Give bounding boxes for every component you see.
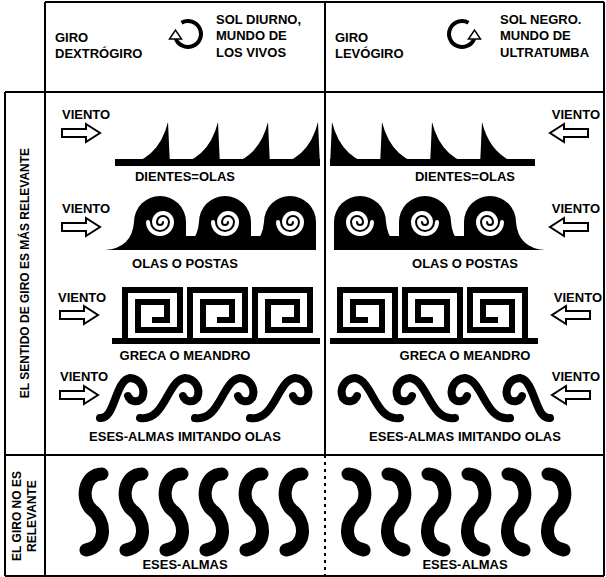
s-wave-chain [100,378,308,418]
column-heading: GIRO LEVÓGIRO [335,30,435,63]
wind-label: VIENTO [62,107,122,123]
column-heading: GIRO DEXTRÓGIRO [55,30,155,63]
column-heading: SOL DIURNO, MUNDO DE LOS VIVOS [216,12,308,61]
symbol-caption: GRECA O MEANDRO [45,348,325,364]
symbol-caption: GRECA O MEANDRO [325,348,605,364]
symbol-caption: OLAS O POSTAS [325,256,605,272]
left-column-symbols [60,21,320,550]
rotation-icon [170,21,201,47]
spiral-waves [105,196,316,250]
column-heading: SOL NEGRO. MUNDO DE ULTRATUMBA [500,12,600,61]
table-grid [5,2,604,576]
row-group-label: EL GIRO NO ES RELEVANTE [10,459,40,574]
wind-label: VIENTO [540,201,600,217]
symbol-caption: DIENTES=OLAS [325,169,605,185]
symbol-caption: DIENTES=OLAS [45,169,325,185]
wind-label: VIENTO [542,290,602,306]
wind-label: VIENTO [540,369,600,385]
right-column-symbols [330,21,590,550]
greek-key [112,290,320,341]
wind-label: VIENTO [60,369,120,385]
wind-arrows [60,124,100,404]
teeth-waves [115,122,320,166]
wind-label: VIENTO [58,290,118,306]
s-souls [85,474,302,550]
symbol-caption: ESES-ALMAS [45,557,325,573]
row-group-label: EL SENTIDO DE GIRO ES MÁS RELEVANTE [18,103,33,443]
symbol-caption: ESES-ALMAS [325,557,605,573]
wind-label: VIENTO [62,201,122,217]
symbol-caption: OLAS O POSTAS [45,256,325,272]
wind-label: VIENTO [540,107,600,123]
symbol-caption: ESES-ALMAS IMITANDO OLAS [45,429,325,445]
symbol-caption: ESES-ALMAS IMITANDO OLAS [325,429,605,445]
